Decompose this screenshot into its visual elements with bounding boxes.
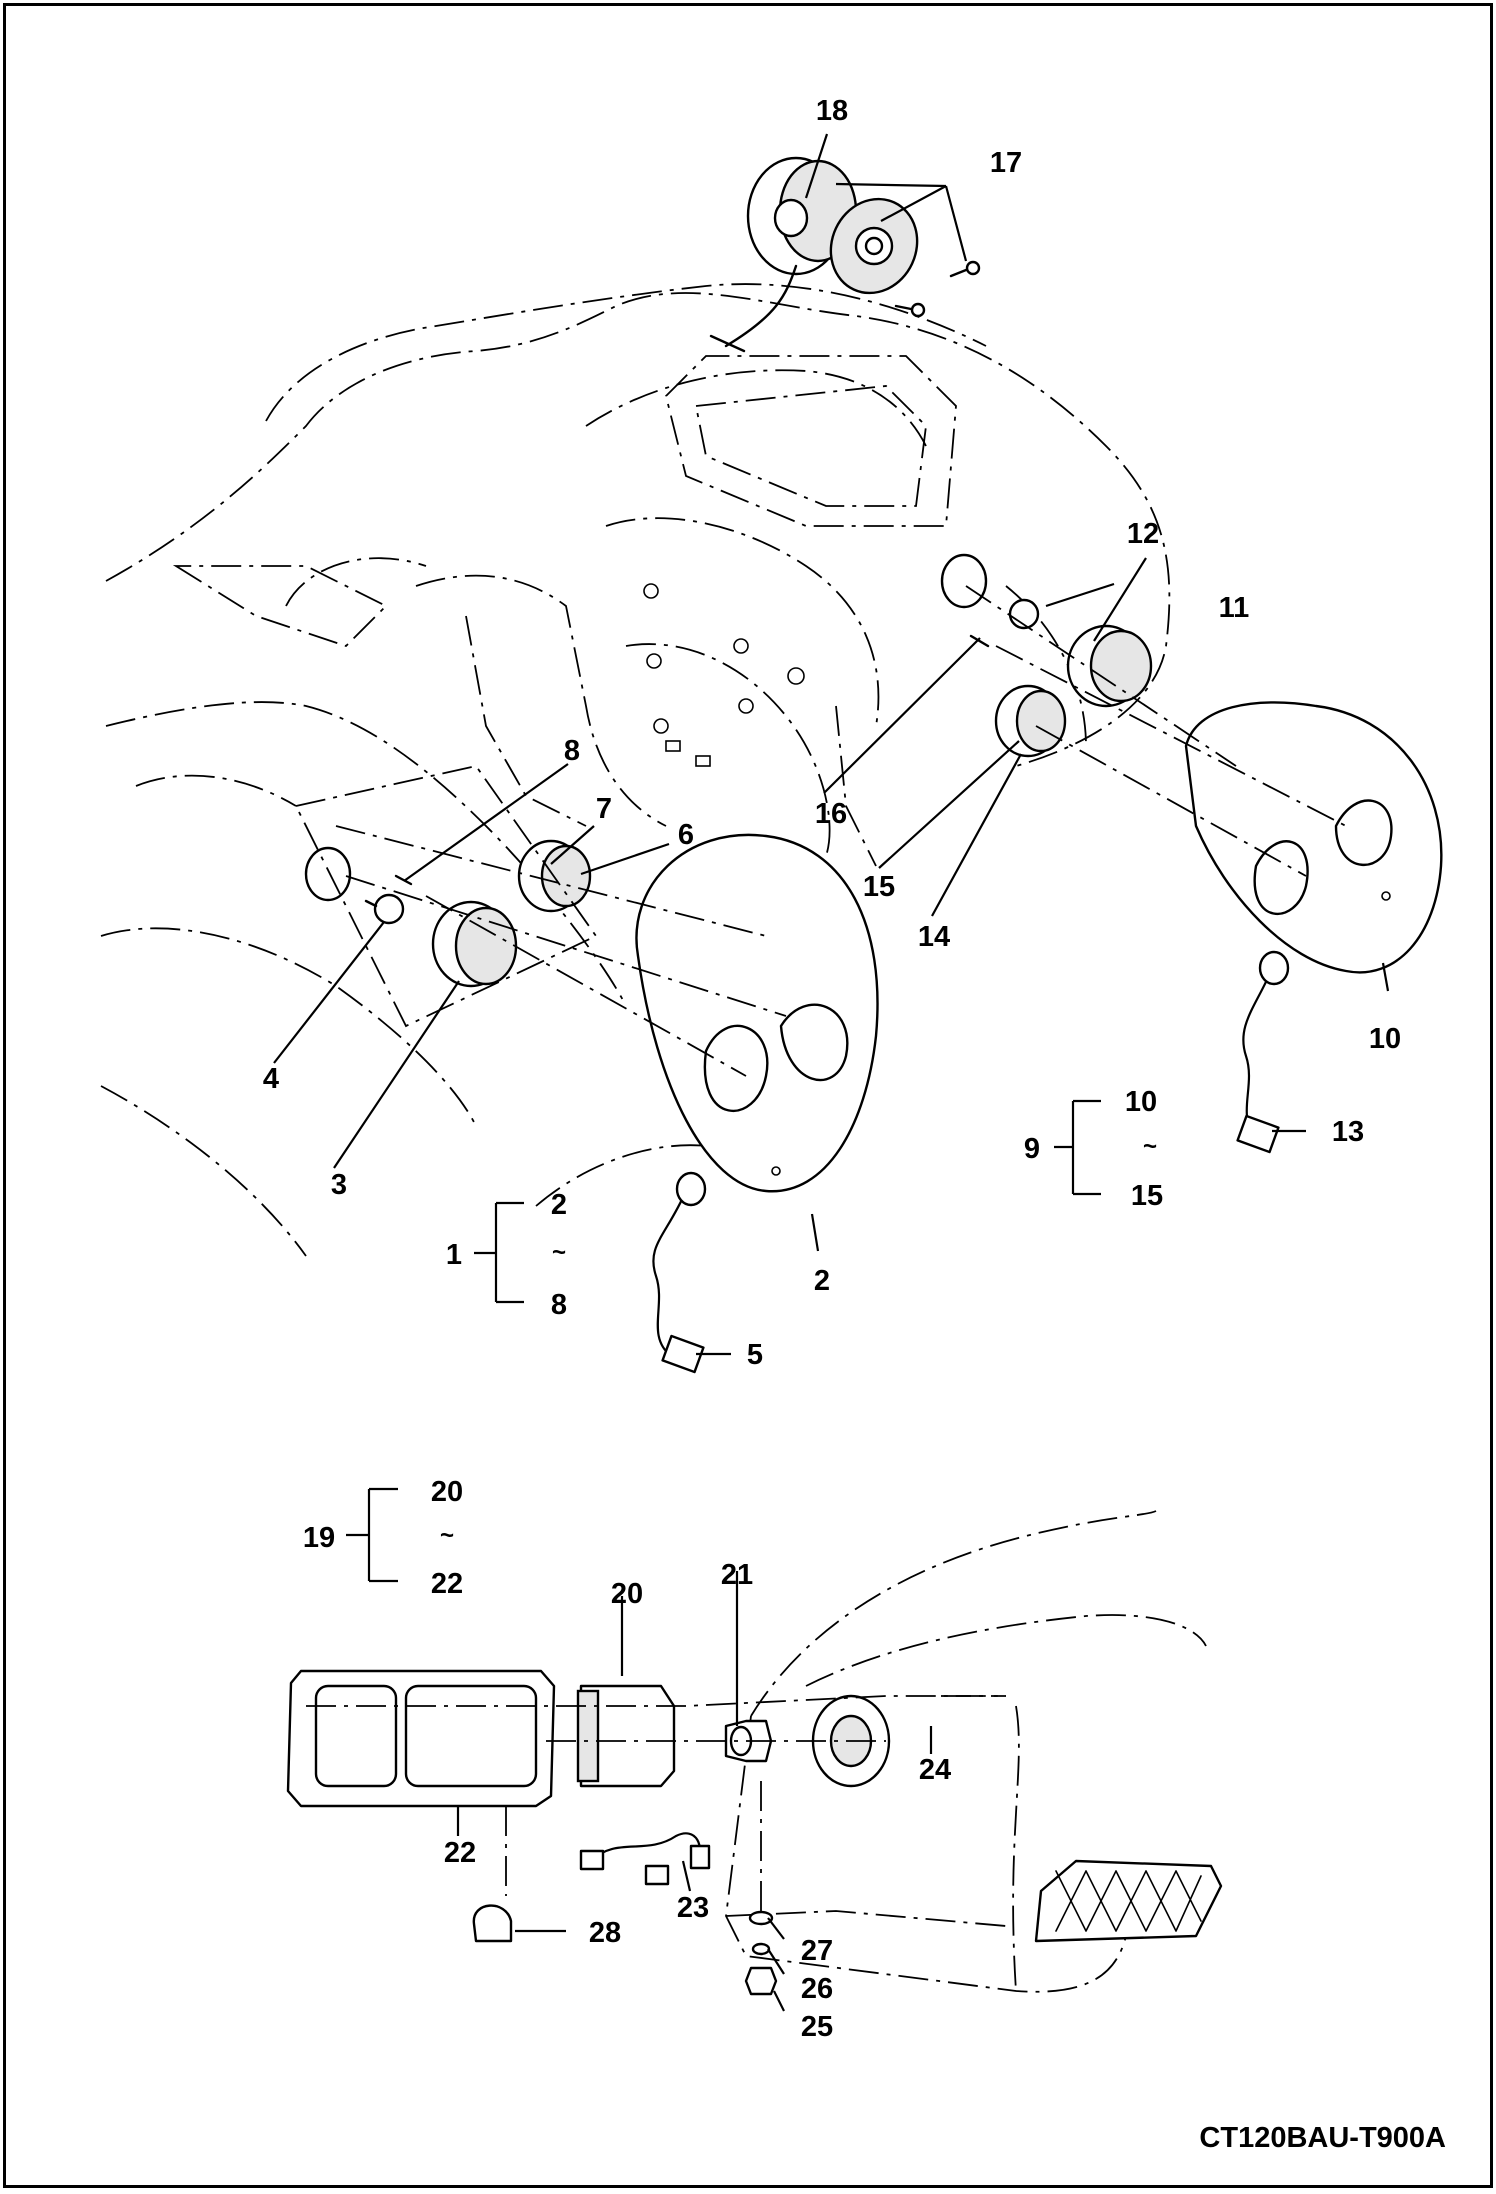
callout-5: 5 bbox=[747, 1339, 763, 1371]
callout-labels: 18 17 12 11 16 15 14 10 8 7 6 4 3 2 10 9… bbox=[263, 95, 1446, 2154]
range-tilde-1: ~ bbox=[552, 1239, 566, 1266]
fender-holes bbox=[643, 583, 805, 767]
callout-20a: 20 bbox=[431, 1476, 463, 1508]
range-tilde-19: ~ bbox=[440, 1522, 454, 1549]
callout-6: 6 bbox=[678, 819, 694, 851]
exploded-parts-diagram: 18 17 12 11 16 15 14 10 8 7 6 4 3 2 10 9… bbox=[100, 95, 1446, 2154]
callout-16: 16 bbox=[815, 798, 847, 830]
parts-diagram-sheet: 18 17 12 11 16 15 14 10 8 7 6 4 3 2 10 9… bbox=[3, 3, 1493, 2188]
document-code: CT120BAU-T900A bbox=[1199, 2122, 1446, 2154]
callout-22b: 22 bbox=[444, 1837, 476, 1869]
explosion-axis-lines bbox=[306, 585, 1347, 1742]
callout-1: 1 bbox=[446, 1239, 462, 1271]
callout-10a: 10 bbox=[1369, 1023, 1401, 1055]
callout-15b: 15 bbox=[1131, 1180, 1163, 1212]
callout-26: 26 bbox=[801, 1973, 833, 2005]
callout-23: 23 bbox=[677, 1892, 709, 1924]
callout-3: 3 bbox=[331, 1169, 347, 1201]
callout-28: 28 bbox=[589, 1917, 621, 1949]
callout-2b: 2 bbox=[551, 1189, 567, 1221]
tractor-body-outline bbox=[100, 283, 1171, 1257]
callout-7: 7 bbox=[596, 793, 612, 825]
callout-11: 11 bbox=[1219, 592, 1250, 624]
work-light-assembly bbox=[709, 156, 981, 353]
callout-19: 19 bbox=[303, 1522, 335, 1554]
callout-14: 14 bbox=[918, 921, 950, 953]
range-brackets bbox=[346, 1099, 1101, 1583]
callout-4: 4 bbox=[263, 1063, 279, 1095]
callout-9: 9 bbox=[1024, 1133, 1040, 1165]
callout-12: 12 bbox=[1127, 518, 1159, 550]
callout-8b: 8 bbox=[551, 1289, 567, 1321]
callout-17: 17 bbox=[990, 147, 1022, 179]
callout-8a: 8 bbox=[564, 735, 580, 767]
callout-2a: 2 bbox=[814, 1265, 830, 1297]
leader-lines bbox=[273, 133, 1390, 2012]
callout-10b: 10 bbox=[1125, 1086, 1157, 1118]
callout-18: 18 bbox=[816, 95, 848, 127]
callout-25: 25 bbox=[801, 2011, 833, 2043]
left-lamp-assembly bbox=[294, 764, 879, 1374]
callout-21: 21 bbox=[721, 1559, 753, 1591]
callout-13: 13 bbox=[1332, 1116, 1364, 1148]
front-headlamp-assembly bbox=[286, 1510, 1223, 1996]
callout-22a: 22 bbox=[431, 1568, 463, 1600]
callout-20b: 20 bbox=[611, 1578, 643, 1610]
callout-15a: 15 bbox=[863, 871, 895, 903]
callout-27: 27 bbox=[801, 1935, 833, 1967]
right-lamp-assembly bbox=[940, 553, 1443, 1154]
callout-24: 24 bbox=[919, 1754, 951, 1786]
range-tilde-9: ~ bbox=[1143, 1133, 1157, 1160]
